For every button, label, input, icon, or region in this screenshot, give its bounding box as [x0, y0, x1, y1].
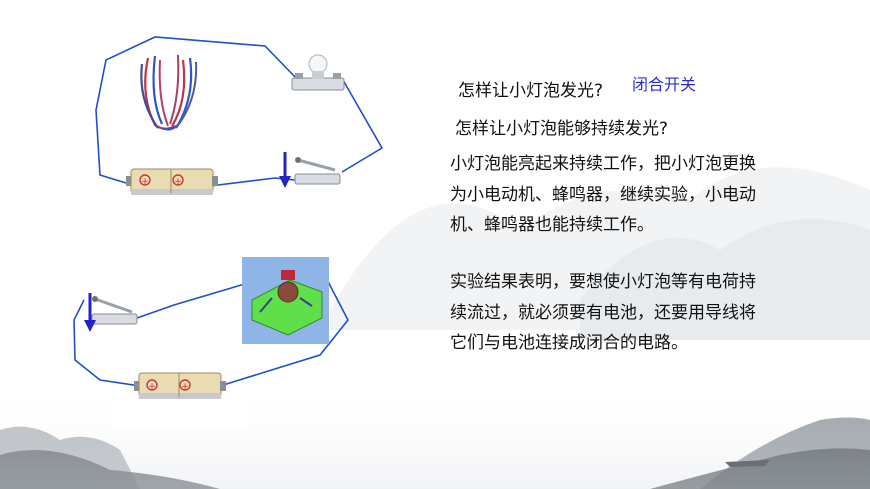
- paragraph-conclusion: 实验结果表明，要想使小灯泡等有电荷持续流过，就必须要有电池，还要用导线将它们与电…: [450, 272, 756, 353]
- paragraph-experiment: 小灯泡能亮起来持续工作，把小灯泡更换为小电动机、蜂鸣器，继续实验，小电动机、蜂鸣…: [450, 154, 756, 235]
- battery-pack-2-icon: + +: [134, 372, 226, 399]
- question-light-bulb: 怎样让小灯泡发光?: [458, 81, 604, 101]
- knife-switch-icon: [279, 152, 341, 188]
- svg-text:+: +: [181, 382, 189, 392]
- answer-close-switch: 闭合开关: [632, 75, 697, 94]
- motor-icon: [242, 257, 329, 344]
- wire-bundle-icon: [140, 54, 198, 131]
- battery-pack-icon: + +: [126, 168, 218, 195]
- bottom-circuit-wire: [73, 269, 349, 387]
- question-continuous-light: 怎样让小灯泡能够持续发光?: [455, 119, 669, 139]
- circuit-diagram: + + + +: [73, 36, 384, 399]
- bulb-holder-icon: [291, 54, 345, 91]
- svg-text:+: +: [148, 382, 156, 392]
- svg-text:+: +: [141, 177, 149, 187]
- knife-switch-2-icon: [84, 293, 138, 332]
- svg-text:+: +: [174, 177, 182, 187]
- wires-photo-panel: [102, 44, 233, 135]
